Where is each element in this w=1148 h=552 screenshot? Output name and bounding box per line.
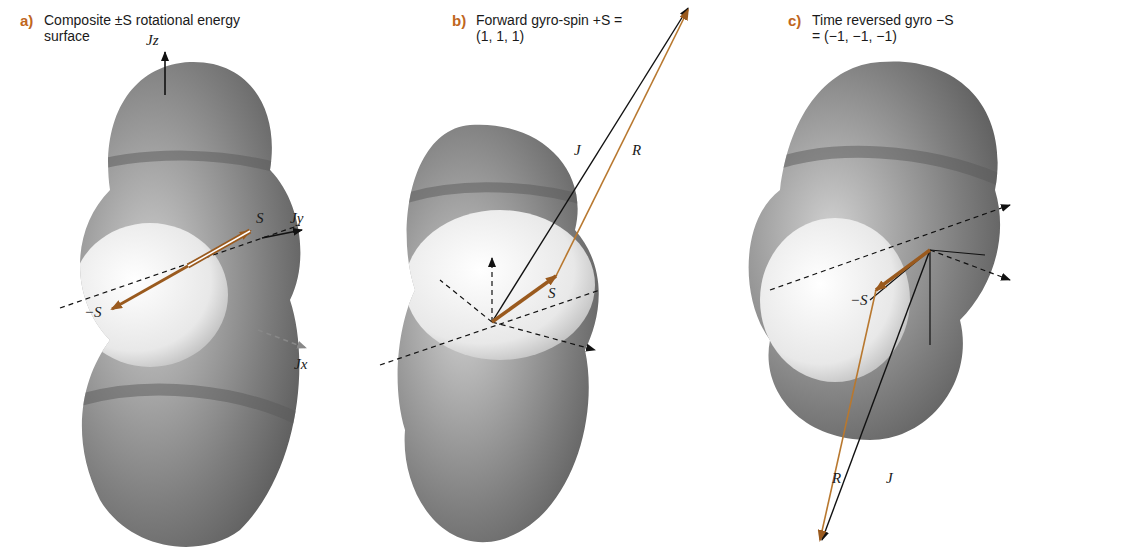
axis-label: Jx [294, 356, 307, 373]
panel-title: Composite ±S rotational energy surface [44, 12, 244, 44]
vector-label: S [548, 285, 556, 302]
panel-letter: b) [452, 12, 466, 29]
axis-label: Jy [290, 210, 303, 227]
panel-letter: a) [20, 12, 33, 29]
vector-label: R [632, 142, 641, 159]
vector-label: J [574, 142, 581, 159]
vector-label: −S [850, 292, 868, 309]
vector-label: R [832, 470, 841, 487]
vector-label: −S [84, 304, 102, 321]
panel-title: Time reversed gyro −S = (−1, −1, −1) [812, 12, 962, 44]
axis-label: Jz [146, 32, 159, 49]
vector-label: S [256, 210, 264, 227]
panel-letter: c) [788, 12, 801, 29]
panel-title: Forward gyro-spin +S = (1, 1, 1) [476, 12, 626, 44]
vector-label: J [886, 470, 893, 487]
